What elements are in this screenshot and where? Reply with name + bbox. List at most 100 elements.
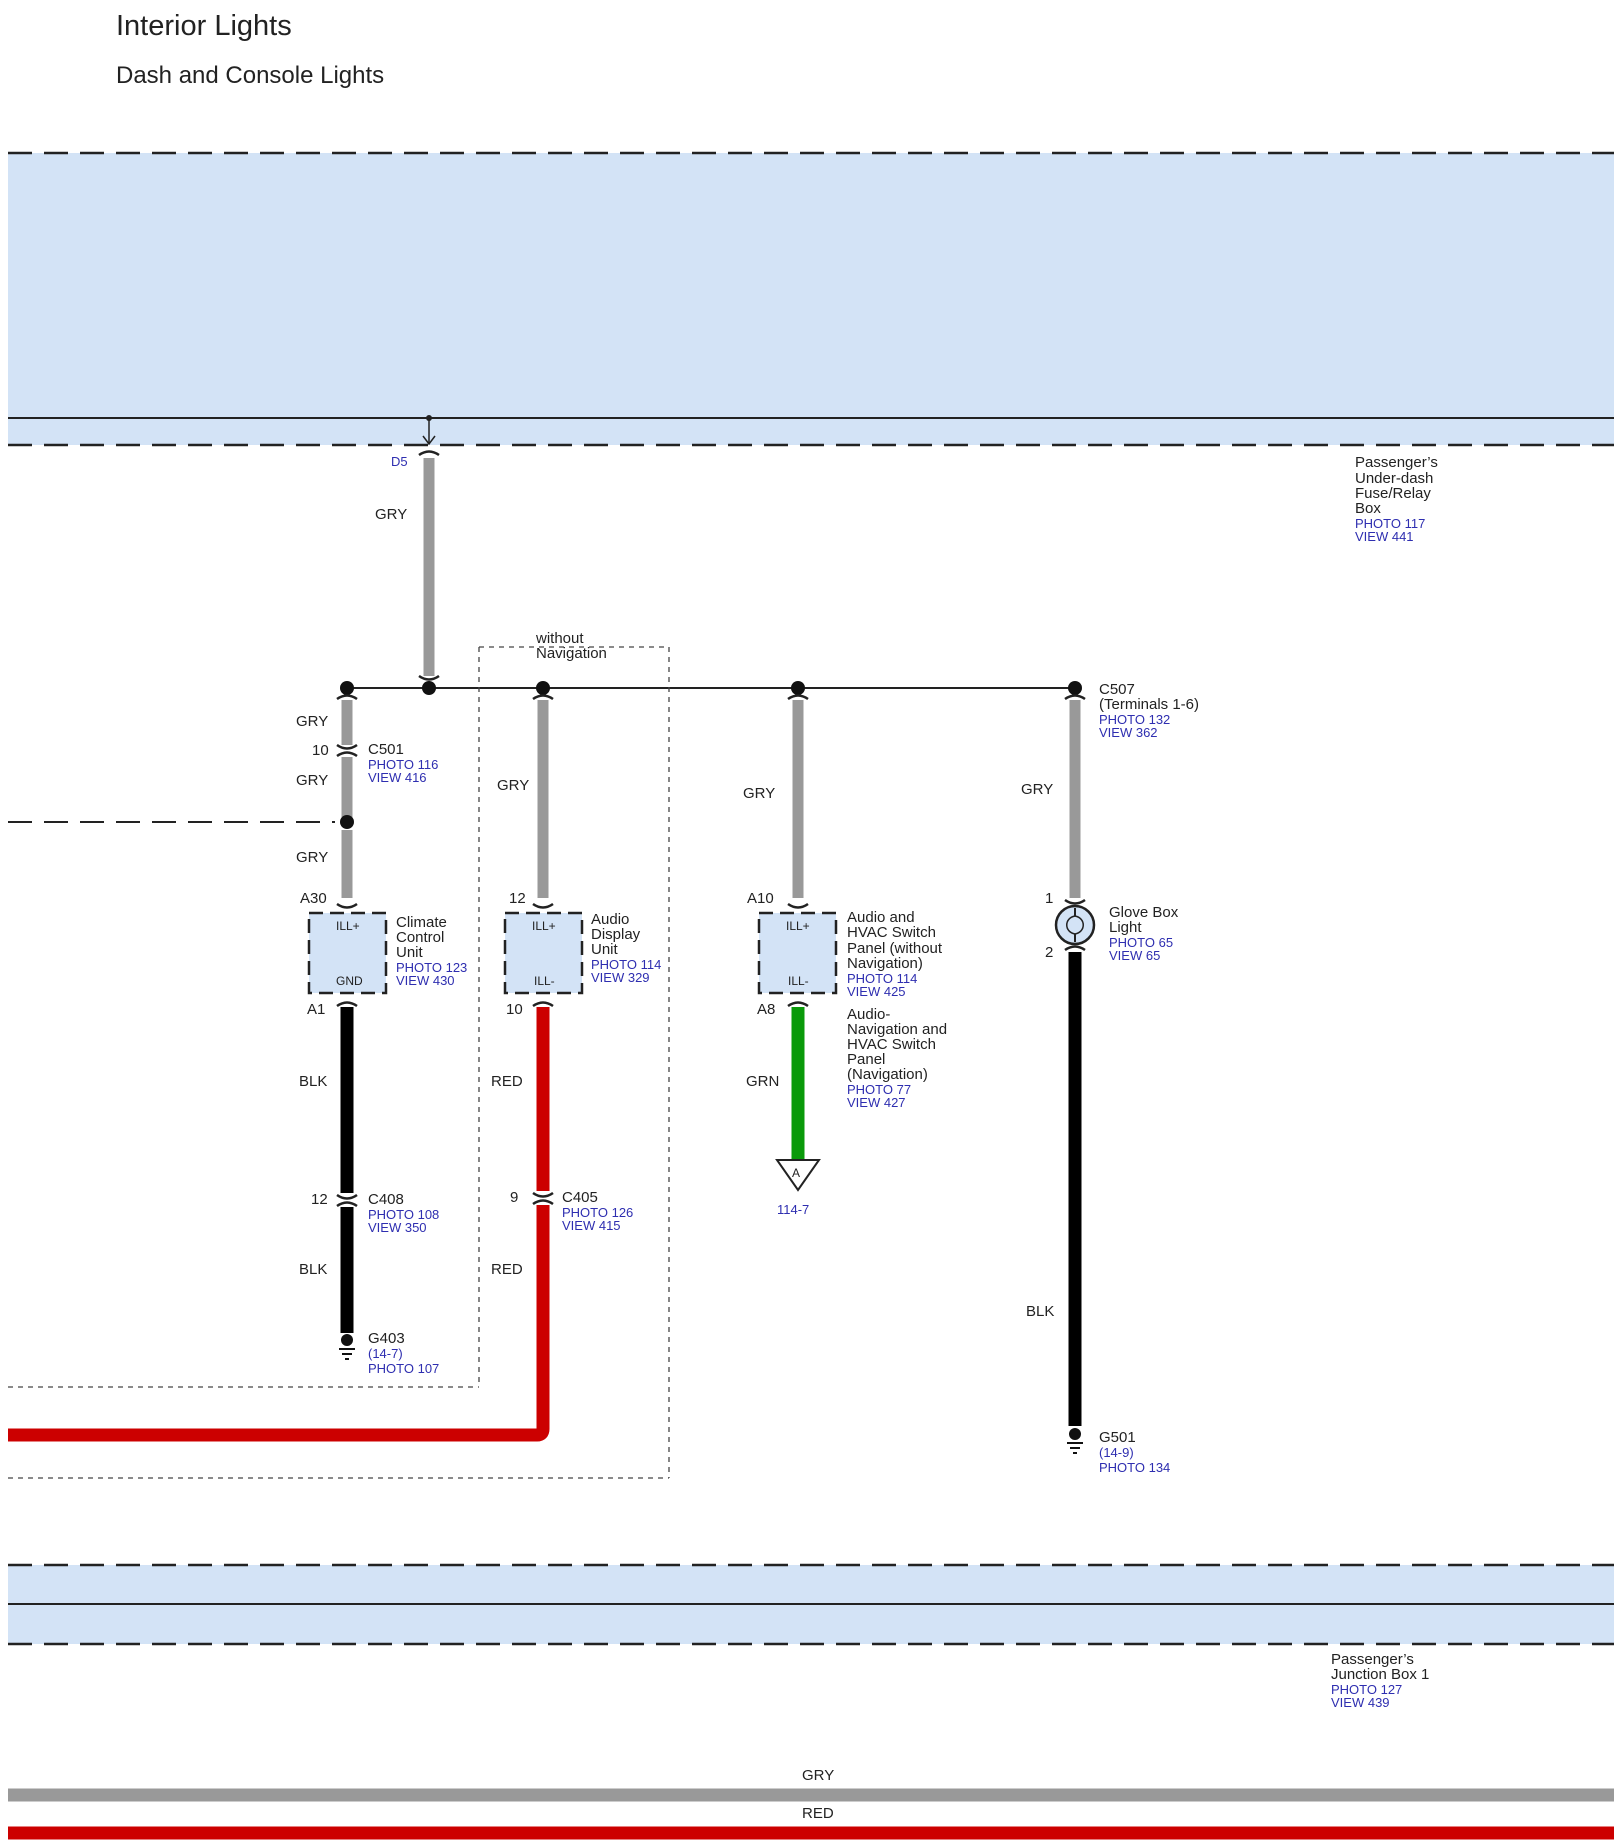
hvac-switch-panel[interactable] (757, 911, 838, 995)
hvac-wire-in-color: GRY (743, 785, 775, 802)
audio-display-ill-minus: ILL- (534, 974, 555, 988)
c408-connector-top-icon (336, 1193, 358, 1200)
d5-connector-icon (418, 450, 440, 457)
g501-photo-link[interactable]: PHOTO 134 (1099, 1460, 1170, 1475)
light-bulb-icon[interactable] (1054, 904, 1096, 946)
hvac-pin-a10: A10 (747, 890, 774, 907)
c405-view-link[interactable]: VIEW 415 (562, 1218, 621, 1233)
page-subtitle: Dash and Console Lights (116, 62, 384, 89)
c507-view-link[interactable]: VIEW 362 (1099, 725, 1158, 740)
c408-photo-link[interactable]: PHOTO 108 (368, 1207, 439, 1222)
c405-photo-link[interactable]: PHOTO 126 (562, 1205, 633, 1220)
audio-display-view-link[interactable]: VIEW 329 (591, 970, 650, 985)
audio-display-name-line2: Display (591, 926, 641, 943)
audio-display-top-connector-icon (532, 694, 554, 701)
hvac-name-line1: Audio and (847, 909, 915, 926)
climate-top-connector-icon (336, 694, 358, 701)
hvac-alt-name-line3: HVAC Switch (847, 1036, 936, 1053)
g501-ref-link[interactable]: (14-9) (1099, 1445, 1134, 1460)
glove-box-photo-link[interactable]: PHOTO 65 (1109, 935, 1173, 950)
hvac-alt-name-line1: Audio- (847, 1006, 890, 1023)
without-navigation-region: without Navigation (8, 630, 670, 1479)
fuse-box-name: Passenger’s (1355, 454, 1438, 471)
climate-ill-label: ILL+ (336, 919, 360, 933)
climate-wire-out-color: BLK (299, 1073, 327, 1090)
glove-box-wire-in-color: GRY (1021, 781, 1053, 798)
audio-display-unit[interactable] (503, 911, 584, 995)
c405-name: C405 (562, 1189, 598, 1206)
hvac-view-link[interactable]: VIEW 425 (847, 984, 906, 999)
splice-hvac-panel (791, 681, 805, 695)
climate-name-line2: Control (396, 929, 444, 946)
page-link-ref[interactable]: 114-7 (777, 1202, 809, 1217)
page-link-triangle-icon[interactable] (775, 1159, 821, 1192)
hvac-alt-view-link[interactable]: VIEW 427 (847, 1095, 906, 1110)
audio-display-name-line3: Unit (591, 941, 619, 958)
audio-display-input-connector-icon (532, 902, 554, 909)
c507-name: C507 (1099, 681, 1135, 698)
feed-d5: D5 GRY (375, 415, 440, 681)
audio-display-wire-red-2 (8, 1205, 550, 1442)
c501-photo-link[interactable]: PHOTO 116 (368, 757, 438, 772)
feed-splice-dot (426, 415, 432, 421)
junction-box-1: Passenger’s Junction Box 1 PHOTO 127 VIE… (8, 1563, 1614, 1710)
hvac-alt-name-line5: (Navigation) (847, 1066, 928, 1083)
fuse-box-shading (8, 153, 1614, 445)
fuse-box-name-line4: Box (1355, 500, 1381, 517)
junction-box-name: Passenger’s (1331, 1651, 1414, 1668)
climate-wire-low-color: GRY (296, 849, 328, 866)
c408-name: C408 (368, 1191, 404, 1208)
audio-display-photo-link[interactable]: PHOTO 114 (591, 957, 661, 972)
climate-pin-a30: A30 (300, 890, 327, 907)
audio-display-branch: GRY 12 ILL+ ILL- Audio Display Unit PHOT… (8, 694, 661, 1442)
c507-photo-link[interactable]: PHOTO 132 (1099, 712, 1170, 727)
junction-box-name-line2: Junction Box 1 (1331, 1666, 1429, 1683)
audio-display-wire-in-color: GRY (497, 777, 529, 794)
climate-control-unit[interactable] (307, 911, 388, 995)
audio-display-pin-12: 12 (509, 890, 526, 907)
hvac-name-line4: Navigation) (847, 955, 923, 972)
climate-pin-a1: A1 (307, 1001, 325, 1018)
fuse-box-view-link[interactable]: VIEW 441 (1355, 529, 1414, 544)
hvac-pin-a8: A8 (757, 1001, 775, 1018)
c408-view-link[interactable]: VIEW 350 (368, 1220, 427, 1235)
hvac-name-line2: HVAC Switch (847, 924, 936, 941)
hvac-output-connector-icon (787, 1001, 809, 1008)
hvac-wire-out-color: GRN (746, 1073, 779, 1090)
fuse-box-photo-link[interactable]: PHOTO 117 (1355, 516, 1425, 531)
g501-name: G501 (1099, 1429, 1136, 1446)
splice-glove-box (1068, 681, 1082, 695)
g403-photo-link[interactable]: PHOTO 107 (368, 1361, 439, 1376)
junction-box-view-link[interactable]: VIEW 439 (1331, 1695, 1390, 1710)
climate-photo-link[interactable]: PHOTO 123 (396, 960, 467, 975)
audio-display-name-line1: Audio (591, 911, 629, 928)
hvac-photo-link[interactable]: PHOTO 114 (847, 971, 917, 986)
glove-box-view-link[interactable]: VIEW 65 (1109, 948, 1160, 963)
audio-display-pin-10: 10 (506, 1001, 523, 1018)
climate-wire-top-color: GRY (296, 713, 328, 730)
feed-arrow-icon (422, 435, 436, 446)
c405-connector-top-icon (532, 1191, 554, 1198)
c408-pin: 12 (311, 1191, 328, 1208)
hvac-name-line3: Panel (without (847, 940, 943, 957)
audio-display-ill-plus: ILL+ (532, 919, 556, 933)
glove-box-output-connector-icon (1064, 945, 1086, 952)
c405-connector-bottom-icon (532, 1199, 554, 1206)
hvac-input-connector-icon (787, 902, 809, 909)
c501-view-link[interactable]: VIEW 416 (368, 770, 427, 785)
c501-connector-bottom-icon (336, 751, 358, 758)
splice-audio-display (536, 681, 550, 695)
glove-box-wire-out-color: BLK (1026, 1303, 1054, 1320)
glove-box-branch: C507 (Terminals 1-6) PHOTO 132 VIEW 362 … (1021, 681, 1199, 1475)
g403-ref-link[interactable]: (14-7) (368, 1346, 403, 1361)
climate-name-line3: Unit (396, 944, 424, 961)
fuse-box-name-line3: Fuse/Relay (1355, 485, 1431, 502)
climate-control-branch: GRY 10 C501 PHOTO 116 VIEW 416 GRY GRY A… (8, 694, 467, 1376)
d5-terminal[interactable]: D5 (391, 454, 408, 469)
climate-view-link[interactable]: VIEW 430 (396, 973, 455, 988)
junction-box-photo-link[interactable]: PHOTO 127 (1331, 1682, 1402, 1697)
hvac-alt-photo-link[interactable]: PHOTO 77 (847, 1082, 911, 1097)
c405-pin: 9 (510, 1189, 518, 1206)
hvac-ill-minus: ILL- (788, 974, 809, 988)
